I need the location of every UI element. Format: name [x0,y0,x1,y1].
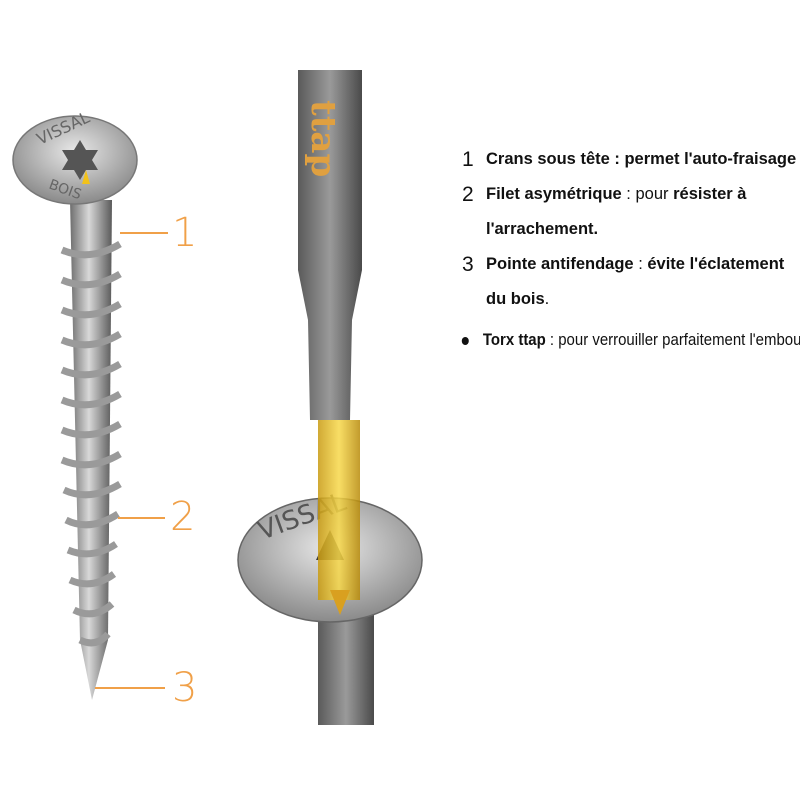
feature-list: 1 Crans sous tête : permet l'auto-fraisa… [460,142,800,355]
callout-3: 3 [172,665,198,711]
feature-item-1: 1 Crans sous tête : permet l'auto-fraisa… [460,142,800,177]
feature-title: Crans sous tête [486,150,610,168]
torx-bit: ttap [298,70,362,420]
feature-number: 3 [462,253,474,276]
feature-number: 1 [462,148,474,171]
bullet-item: Torx ttap : pour verrouiller parfaitemen… [460,325,800,355]
feature-title: Pointe antifendage [486,255,634,273]
bullet-dot-icon [461,337,469,345]
feature-tail: . [544,290,550,308]
callout-2: 2 [170,494,196,540]
feature-sep: : [609,150,625,168]
feature-item-3: 3 Pointe antifendage : évite l'éclatemen… [460,247,800,317]
bit-brand-text: ttap [303,100,343,177]
bullet-title: Torx ttap [482,330,546,349]
feature-title: Filet asymétrique [486,185,622,203]
feature-sep: : [633,255,648,273]
bullet-text: : pour verrouiller parfaitement l'embout… [545,330,800,349]
feature-number: 2 [462,183,474,206]
bit-highlight [318,420,360,600]
feature-text: permet l'auto-fraisage [624,150,797,168]
feature-text: résister à l'arrachement. [486,185,747,238]
screw-left: VISSAL BOIS [12,108,138,700]
feature-item-2: 2 Filet asymétrique : pour résister à l'… [460,177,800,247]
feature-sep: : pour [621,185,674,203]
callout-lines [95,232,168,689]
screw-right: VISSAL [237,420,423,725]
feature-text: évite l'éclatement du bois [486,255,785,308]
callout-1: 1 [172,210,198,256]
